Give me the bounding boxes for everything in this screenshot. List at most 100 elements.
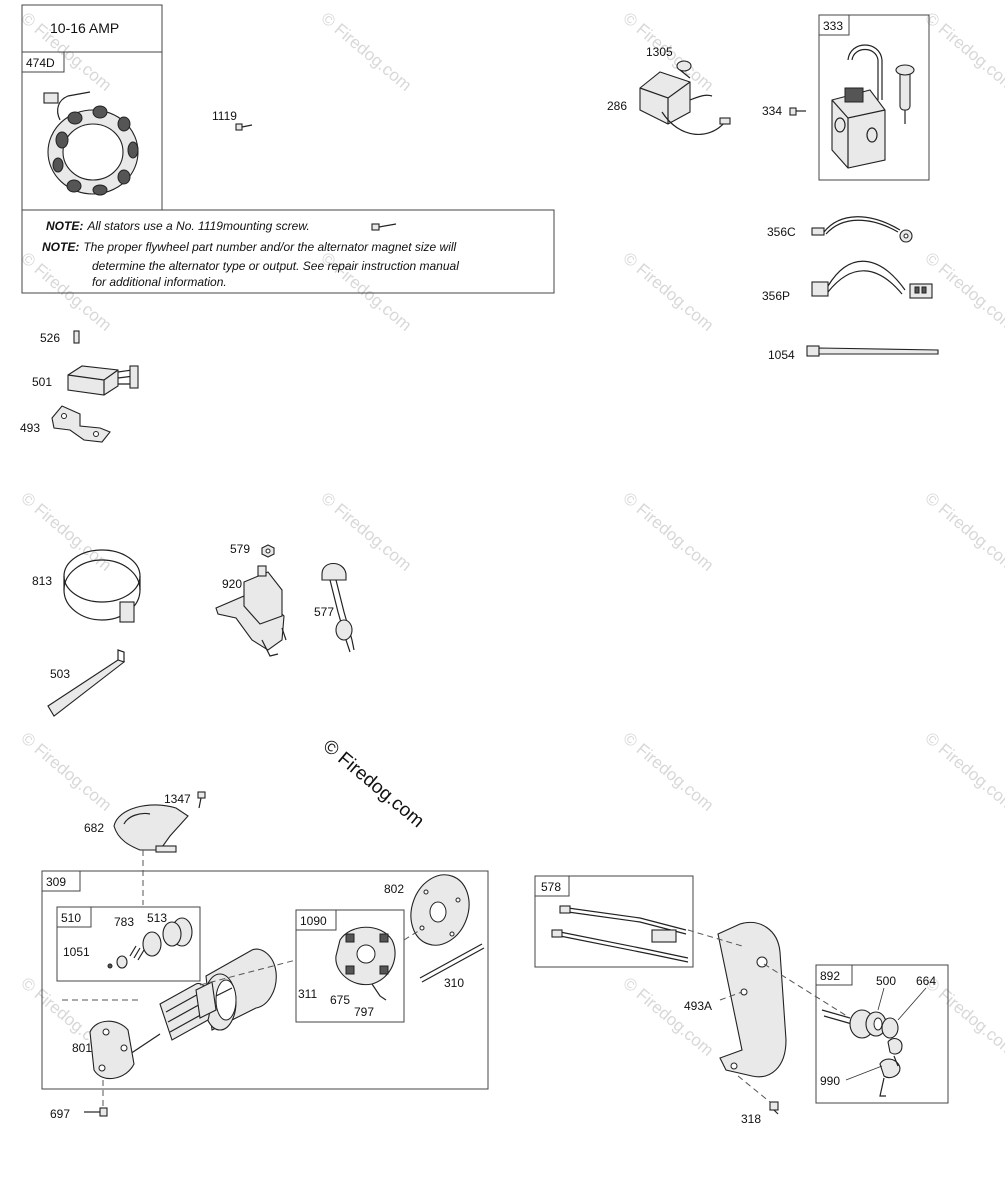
box-label: 510 [61,911,81,925]
end-cap-801: 801 [72,1020,135,1080]
end-plate-802 [410,874,470,946]
part-356c: 356C [767,216,913,243]
part-318: 318 [737,1075,779,1126]
part-697: 697 [50,1080,108,1121]
callout: 493A [684,999,712,1013]
callout: 802 [384,882,404,896]
box-label: 1090 [300,914,327,928]
part-501: 501 [32,365,139,396]
callout: 783 [114,915,134,929]
note-text: for additional information. [92,275,227,289]
part-579: 579 [230,542,275,558]
notes-frame [21,209,555,294]
callout: 801 [72,1041,92,1055]
part-526: 526 [40,330,80,345]
callout: 579 [230,542,250,556]
watermark: © Firedog.com [619,974,717,1060]
callout: 334 [762,104,782,118]
box-578: 578 [534,875,694,968]
callout: 1051 [63,945,90,959]
box-1090-frame [295,909,405,1023]
callout: 682 [84,821,104,835]
watermark: © Firedog.com [619,249,717,335]
box-333-frame [818,14,930,181]
keys [879,1037,903,1097]
watermark-center: © Firedog.com [319,736,428,832]
callout: 920 [222,577,242,591]
watermark: © Firedog.com [921,9,1005,95]
watermark: © Firedog.com [317,9,415,95]
callout: 577 [314,605,334,619]
callout: 664 [916,974,936,988]
note-text: All stators use a No. 1119mounting screw… [86,219,309,233]
part-1054: 1054 [768,345,939,362]
callout: 503 [50,667,70,681]
callout: 526 [40,331,60,345]
callout: 1305 [646,45,673,59]
watermark: © Firedog.com [317,489,415,575]
callout: 675 [330,993,350,1007]
box-label: 309 [46,875,66,889]
callout: 356C [767,225,796,239]
note-text: determine the alternator type or output.… [92,259,459,273]
stator-part [43,91,139,196]
ignition-coil [831,44,915,169]
callout: 990 [820,1074,840,1088]
armature [129,948,277,1055]
watermark: © Firedog.com [921,249,1005,335]
watermark: © Firedog.com [619,489,717,575]
amp-label: 10-16 AMP [50,20,119,36]
watermark: © Firedog.com [17,489,115,575]
callout: 1054 [768,348,795,362]
callout: 356P [762,289,790,303]
callout: 797 [354,1005,374,1019]
callout: 493 [20,421,40,435]
watermark: © Firedog.com [921,729,1005,815]
box-510-frame [56,906,201,982]
part-334: 334 [762,104,806,118]
watermark: © Firedog.com [17,729,115,815]
svg-text:NOTE:The proper flywheel part: NOTE: The proper flywheel part number and… [42,240,457,254]
part-356p: 356P [762,260,933,303]
screw-icon [371,223,397,231]
callout: 697 [50,1107,70,1121]
callout: 501 [32,375,52,389]
callout: 286 [607,99,627,113]
callout: 318 [741,1112,761,1126]
wire-harness [551,905,689,963]
watermark: © Firedog.com [921,489,1005,575]
part-493: 493 [20,405,111,443]
box-label: 578 [541,880,561,894]
callout: 1119 [212,109,237,123]
part-493a: 493A [684,922,787,1078]
stator-box: 10-16 AMP 474D [21,4,163,211]
box-309-frame [41,870,489,1090]
svg-text:NOTE:All stators use a No. 11: NOTE:All stators use a No. 1119mounting … [46,219,310,233]
note-text: The proper flywheel part number and/or t… [83,240,456,254]
note-prefix: NOTE: [42,240,79,254]
box-892-frame [815,964,949,1104]
note-prefix: NOTE: [46,219,83,233]
box-309: 309 510 783 513 1051 [41,850,489,1090]
box-label: 333 [823,19,843,33]
notes-box: NOTE:All stators use a No. 1119mounting … [21,209,555,294]
key-switch [821,1009,899,1039]
part-286: 1305 286 [607,45,731,135]
callout: 1347 [164,792,191,806]
callout: 311 [298,987,317,1001]
part-1119: 1119 [212,109,253,131]
watermark: © Firedog.com [619,729,717,815]
callout: 513 [147,911,167,925]
part-503: 503 [47,649,126,717]
callout: 813 [32,574,52,588]
brush-holder [335,926,396,1001]
box-label: 474D [26,56,55,70]
box-578-frame [534,875,694,968]
part-682: 1347 682 [84,791,206,853]
box-333: 333 [818,14,930,181]
screw-1305 [676,60,692,79]
box-label: 892 [820,969,840,983]
part-813: 813 [32,549,141,623]
part-577: 577 [314,562,355,653]
